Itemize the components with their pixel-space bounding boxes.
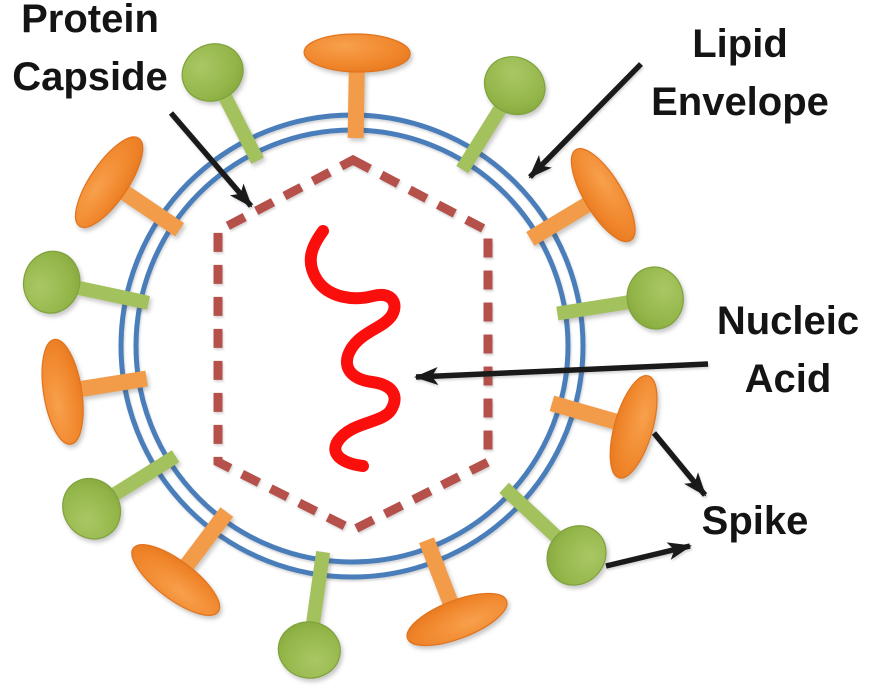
spikes-layer — [22, 33, 684, 679]
protein-capside-label-line2: Capside — [12, 55, 168, 99]
spike-orange-stalk — [112, 181, 185, 237]
lipid-envelope-label-line1: Lipid — [692, 22, 788, 66]
spike-label-line1: Spike — [701, 499, 809, 543]
protein-capside-label: Protein Capside — [0, 0, 180, 106]
spike-green-stalk — [65, 278, 150, 310]
nucleic-acid-label-line1: Nucleic — [716, 299, 860, 343]
spike-green-stalk — [556, 293, 641, 321]
spike-orange-stalk — [347, 62, 365, 139]
spike-orange-head — [609, 374, 658, 479]
protein-capside-label-line1: Protein — [21, 0, 159, 41]
lipid-envelope-arrow — [528, 62, 643, 179]
spike-green-head — [181, 43, 244, 102]
lipid-envelope-label-line2: Envelope — [651, 80, 829, 124]
spike-orange-stalk — [71, 370, 148, 399]
nucleic-acid-label-line2: Acid — [744, 357, 832, 401]
nucleic-acid-label: Nucleic Acid — [702, 292, 872, 408]
spike-green-stalk — [456, 95, 513, 174]
spike-green-stalk — [499, 482, 570, 550]
spike-orange-stalk — [419, 537, 461, 614]
spike-orange-stalk — [175, 507, 234, 577]
spike-orange-head — [570, 148, 636, 243]
spike-green-head — [277, 621, 341, 679]
spike-green-stalk — [213, 83, 264, 164]
spike-green-stalk — [101, 450, 180, 507]
spike-label: Spike — [695, 492, 815, 550]
protein-capside-arrow — [168, 111, 254, 208]
nucleic-acid-arrow — [414, 361, 709, 386]
spike-orange-head — [303, 33, 411, 73]
spike-arrow-lower — [605, 542, 692, 569]
arrows-layer — [168, 62, 709, 569]
spike-orange-head — [74, 136, 144, 229]
spike-green-head — [483, 56, 546, 116]
nucleic-acid-layer — [304, 225, 401, 472]
spike-green-head — [62, 477, 122, 540]
lipid-envelope-label: Lipid Envelope — [640, 15, 840, 131]
spike-orange-head — [406, 592, 508, 647]
spike-orange-stalk — [526, 193, 599, 246]
spike-orange-head — [41, 338, 84, 445]
spike-green-head — [546, 525, 607, 586]
spike-green-head — [22, 250, 81, 314]
spike-orange-head — [131, 544, 221, 616]
nucleic-acid-squiggle — [304, 225, 401, 472]
spike-green-head — [626, 266, 684, 330]
spike-orange-stalk — [549, 395, 627, 432]
spike-green-stalk — [304, 551, 331, 636]
spike-arrow-upper — [651, 431, 708, 497]
